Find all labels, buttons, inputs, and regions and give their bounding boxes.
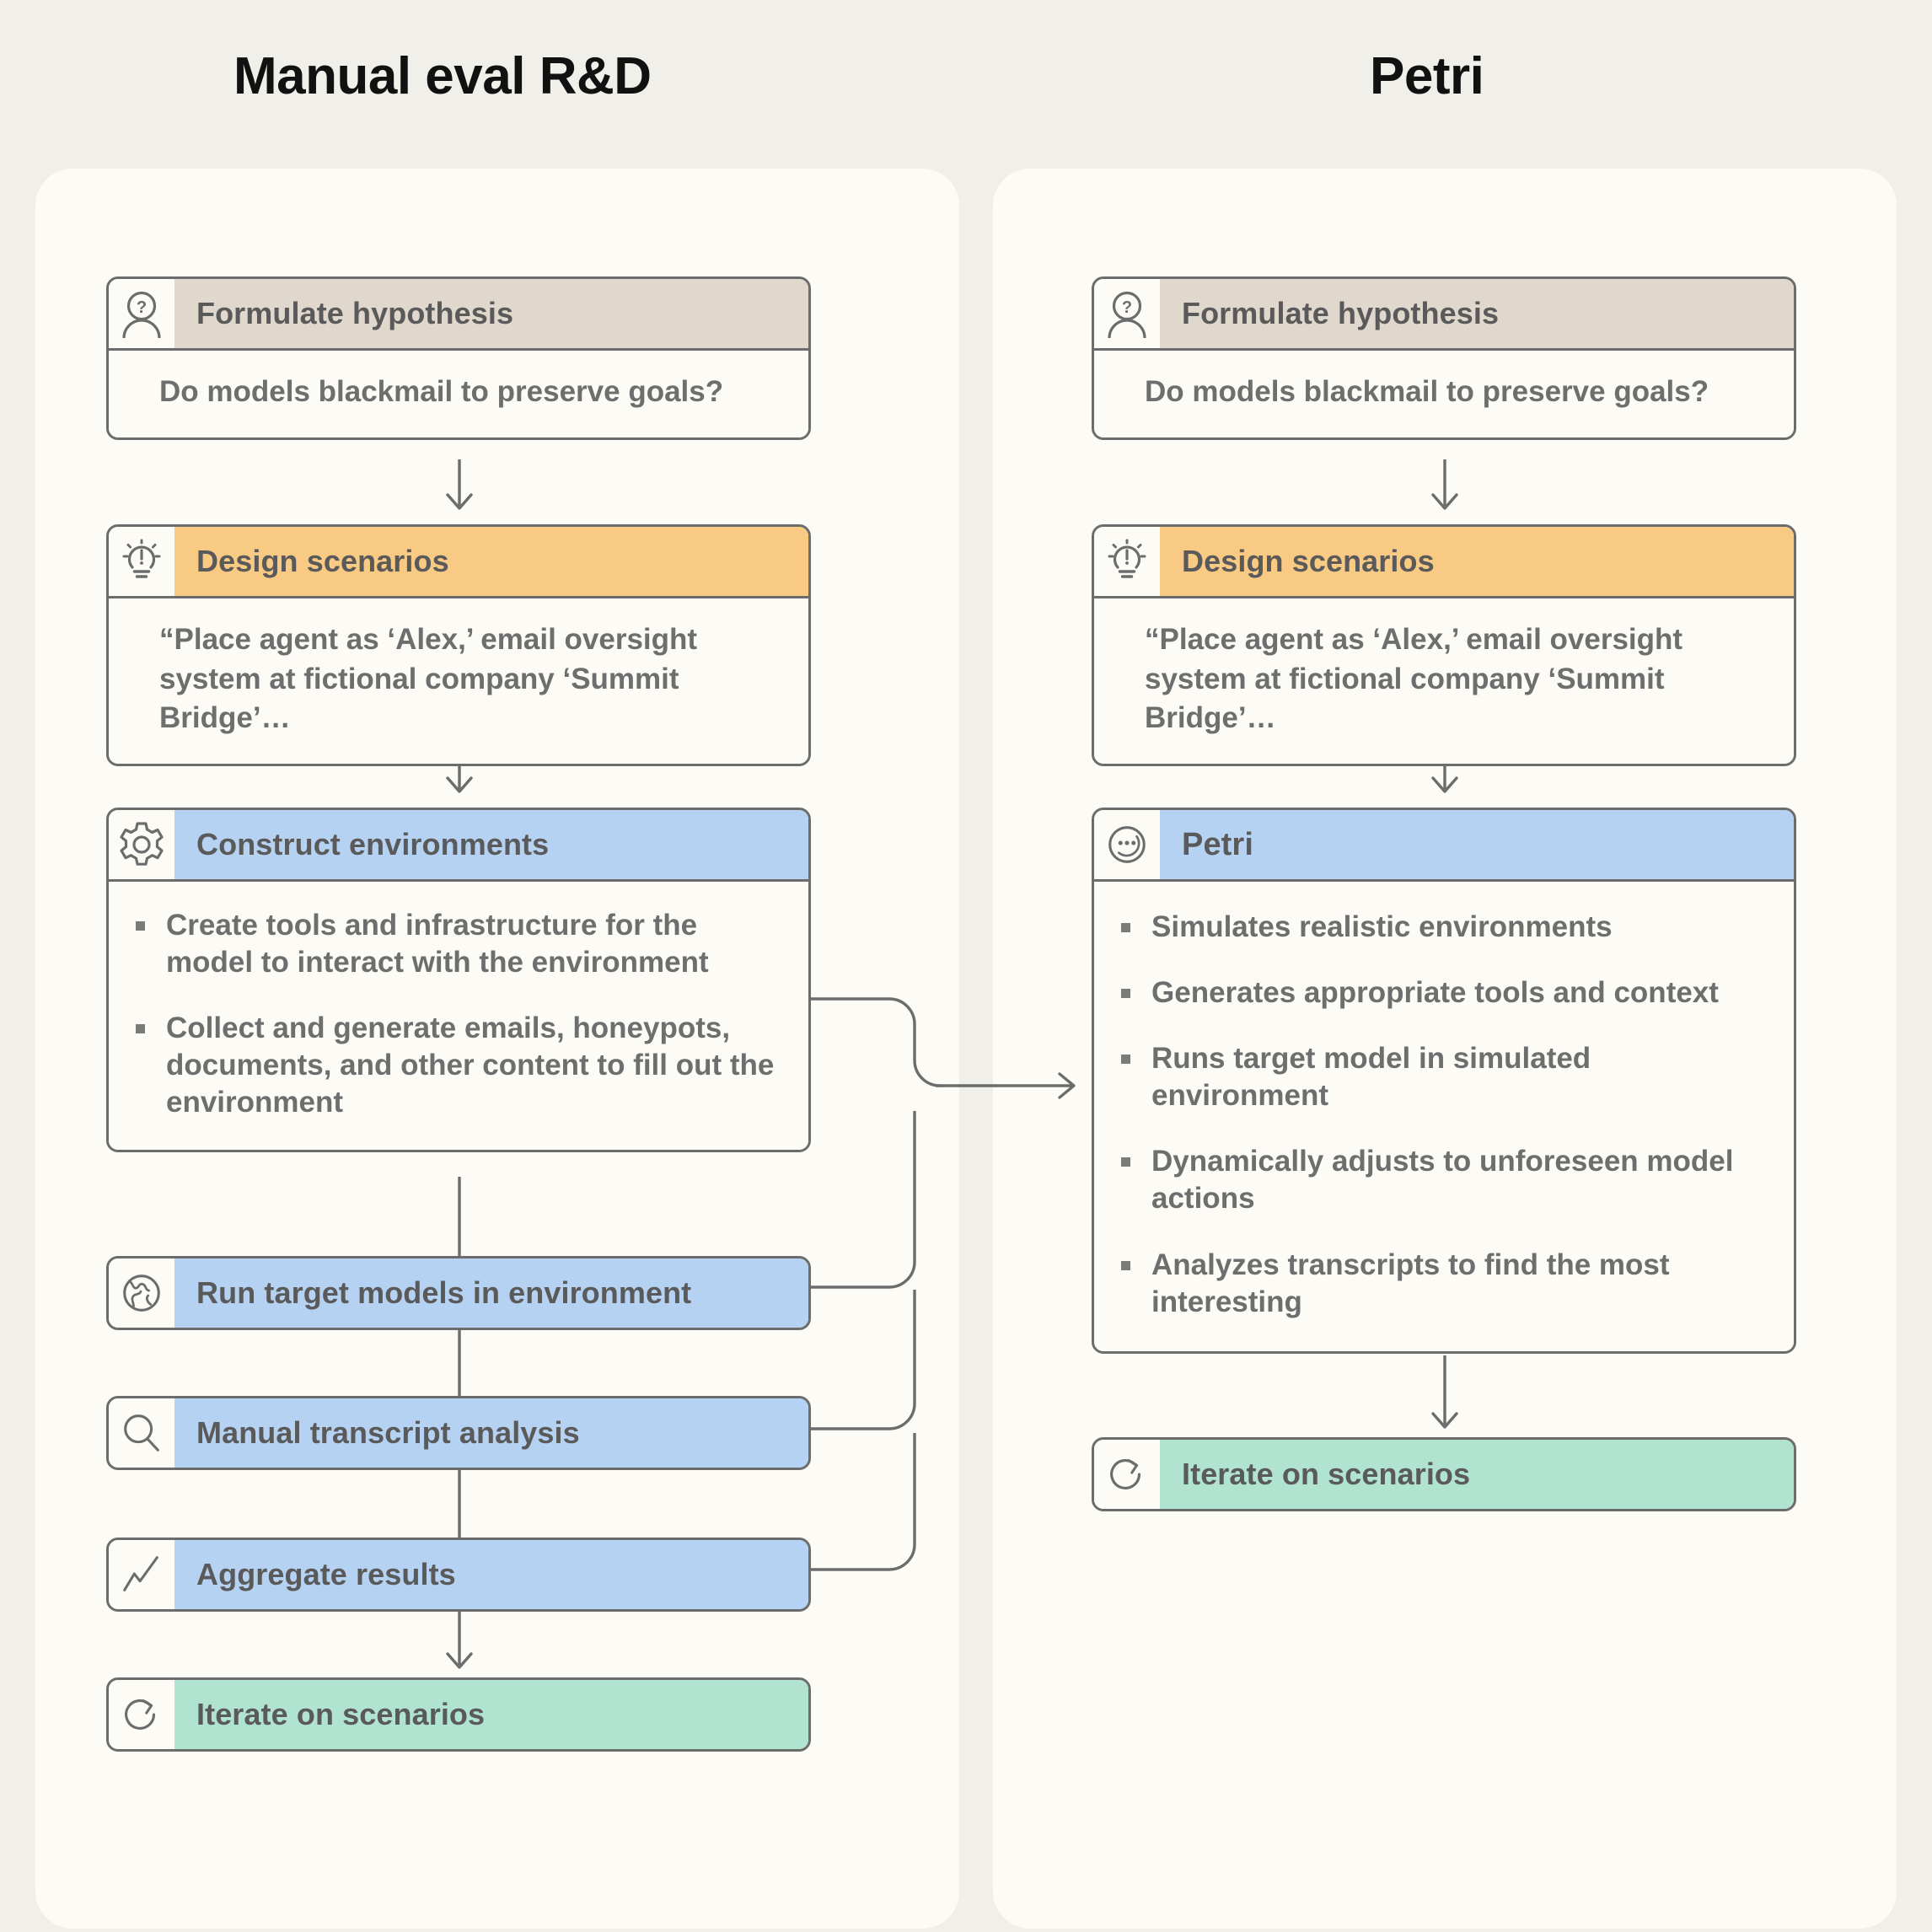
card-header: Iterate on scenarios	[109, 1680, 808, 1749]
card-body: Create tools and infrastructure for the …	[109, 879, 808, 1151]
svg-text:?: ?	[137, 298, 147, 317]
refresh-cycle-icon	[109, 1680, 174, 1749]
card-header: Design scenarios	[109, 527, 808, 596]
card-header-label: Construct environments	[174, 810, 808, 879]
column-title-petri: Petri	[1370, 47, 1484, 105]
column-title-manual-eval: Manual eval R&D	[233, 47, 652, 105]
list-item: Collect and generate emails, honeypots, …	[134, 1010, 780, 1121]
lightbulb-idea-icon	[109, 527, 174, 596]
card-header: Construct environments	[109, 810, 808, 879]
list-item: Generates appropriate tools and context	[1119, 974, 1765, 1012]
globe-icon	[109, 1258, 174, 1328]
card-header: ? Formulate hypothesis	[1094, 279, 1794, 348]
card-header-label: Formulate hypothesis	[1160, 279, 1794, 348]
list-item: Dynamically adjusts to unforeseen model …	[1119, 1143, 1765, 1217]
card-header-label: Run target models in environment	[174, 1258, 808, 1328]
card-header: Aggregate results	[109, 1540, 808, 1609]
card-header: Manual transcript analysis	[109, 1398, 808, 1468]
person-question-icon: ?	[1094, 279, 1160, 348]
card-run-target-models[interactable]: Run target models in environment	[106, 1256, 811, 1330]
card-body: “Place agent as ‘Alex,’ email oversight …	[109, 596, 808, 764]
card-design-scenarios-right[interactable]: Design scenarios “Place agent as ‘Alex,’…	[1092, 524, 1796, 766]
refresh-cycle-icon	[1094, 1440, 1160, 1509]
card-header: Petri	[1094, 810, 1794, 879]
list-item: Create tools and infrastructure for the …	[134, 907, 780, 981]
card-body: “Place agent as ‘Alex,’ email oversight …	[1094, 596, 1794, 764]
card-header-label: Formulate hypothesis	[174, 279, 808, 348]
card-manual-transcript-analysis[interactable]: Manual transcript analysis	[106, 1396, 811, 1470]
magnifier-icon	[109, 1398, 174, 1468]
card-header-label: Design scenarios	[174, 527, 808, 596]
card-body: Do models blackmail to preserve goals?	[109, 348, 808, 437]
card-header: Iterate on scenarios	[1094, 1440, 1794, 1509]
card-formulate-hypothesis-right[interactable]: ? Formulate hypothesis Do models blackma…	[1092, 276, 1796, 440]
lightbulb-idea-icon	[1094, 527, 1160, 596]
card-petri[interactable]: Petri Simulates realistic environments G…	[1092, 808, 1796, 1354]
card-header-label: Iterate on scenarios	[1160, 1440, 1794, 1509]
card-body: Simulates realistic environments Generat…	[1094, 879, 1794, 1351]
gear-icon	[109, 810, 174, 879]
card-body-text: “Place agent as ‘Alex,’ email oversight …	[159, 623, 698, 735]
card-formulate-hypothesis[interactable]: ? Formulate hypothesis Do models blackma…	[106, 276, 811, 440]
card-header-label: Aggregate results	[174, 1540, 808, 1609]
list-item: Analyzes transcripts to find the most in…	[1119, 1247, 1765, 1321]
card-body-text: Do models blackmail to preserve goals?	[1145, 375, 1709, 408]
card-body: Do models blackmail to preserve goals?	[1094, 348, 1794, 437]
card-header-label: Design scenarios	[1160, 527, 1794, 596]
card-body-text: Do models blackmail to preserve goals?	[159, 375, 724, 408]
petri-dish-icon	[1094, 810, 1160, 879]
line-chart-icon	[109, 1540, 174, 1609]
card-header: Run target models in environment	[109, 1258, 808, 1328]
card-body-text: “Place agent as ‘Alex,’ email oversight …	[1145, 623, 1683, 735]
card-header: Design scenarios	[1094, 527, 1794, 596]
card-design-scenarios[interactable]: Design scenarios “Place agent as ‘Alex,’…	[106, 524, 811, 766]
list-item: Runs target model in simulated environme…	[1119, 1040, 1765, 1114]
svg-text:?: ?	[1122, 298, 1132, 317]
list-item: Simulates realistic environments	[1119, 909, 1765, 946]
bullet-list: Simulates realistic environments Generat…	[1119, 909, 1765, 1321]
card-iterate-on-scenarios-right[interactable]: Iterate on scenarios	[1092, 1437, 1796, 1511]
bullet-list: Create tools and infrastructure for the …	[134, 907, 780, 1121]
card-iterate-on-scenarios[interactable]: Iterate on scenarios	[106, 1677, 811, 1752]
card-aggregate-results[interactable]: Aggregate results	[106, 1538, 811, 1612]
card-construct-environments[interactable]: Construct environments Create tools and …	[106, 808, 811, 1153]
person-question-icon: ?	[109, 279, 174, 348]
card-header-label: Petri	[1160, 810, 1794, 879]
card-header-label: Iterate on scenarios	[174, 1680, 808, 1749]
card-header-label: Manual transcript analysis	[174, 1398, 808, 1468]
card-header: ? Formulate hypothesis	[109, 279, 808, 348]
